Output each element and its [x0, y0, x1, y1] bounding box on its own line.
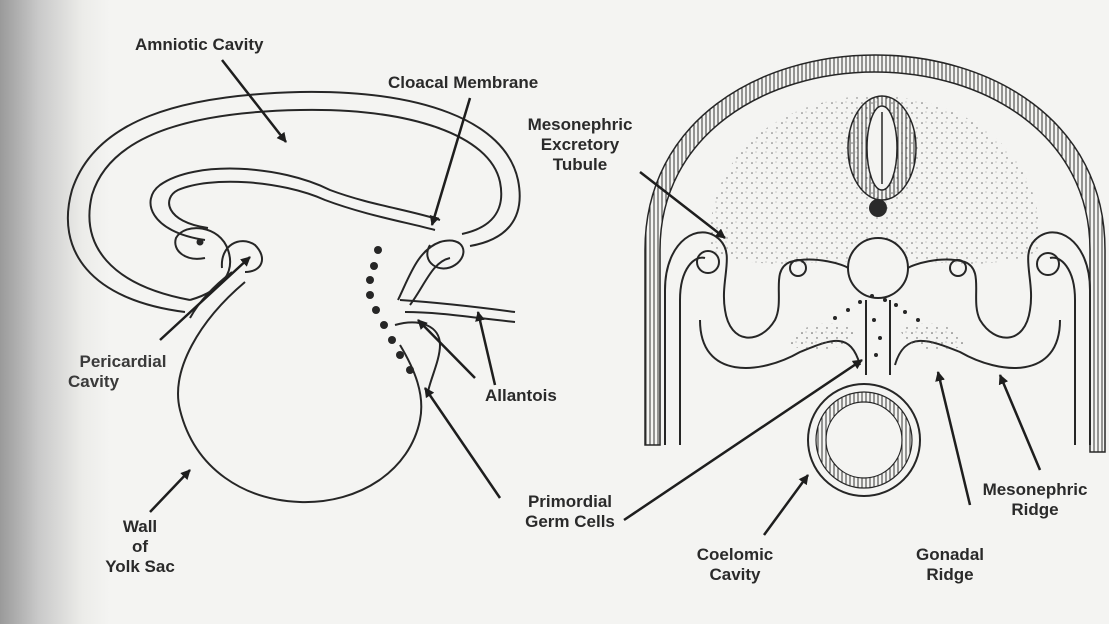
- left-gonadal-ridge: [790, 323, 855, 351]
- label-met-line2: Excretory: [515, 135, 645, 155]
- embryo-dorsal: [150, 169, 440, 240]
- transverse-section: [645, 55, 1105, 496]
- germ-cell-dots: [366, 246, 414, 374]
- dorsal-aorta: [848, 238, 908, 298]
- pericardial-loop: [222, 241, 262, 272]
- mesentery: [866, 300, 890, 375]
- label-wall-line3: Yolk Sac: [85, 557, 195, 577]
- label-gonadal-line1: Gonadal: [900, 545, 1000, 565]
- allantois-mid: [405, 312, 515, 322]
- label-amniotic-cavity: Amniotic Cavity: [135, 35, 263, 55]
- label-mesonephric-ridge: Mesonephric Ridge: [965, 480, 1105, 520]
- label-mesonephric-excretory-tubule: Mesonephric Excretory Tubule: [515, 115, 645, 175]
- label-mr-line1: Mesonephric: [965, 480, 1105, 500]
- sagittal-embryo: [68, 92, 520, 502]
- label-coelomic-cavity: Coelomic Cavity: [680, 545, 790, 585]
- label-gonadal-ridge: Gonadal Ridge: [900, 545, 1000, 585]
- label-wall-line1: Wall: [85, 517, 195, 537]
- label-pgc-line2: Germ Cells: [505, 512, 635, 532]
- tail-fold: [398, 241, 463, 300]
- label-cloacal-membrane: Cloacal Membrane: [388, 73, 538, 93]
- neural-tube: [848, 96, 916, 200]
- embryo-dorsal-inner: [169, 182, 435, 230]
- label-pgc-line1: Primordial: [505, 492, 635, 512]
- label-wall-line2: of: [85, 537, 195, 557]
- label-coelomic-line2: Cavity: [680, 565, 790, 585]
- label-mr-line2: Ridge: [965, 500, 1105, 520]
- right-mesonephros-inner: [1050, 258, 1075, 445]
- yolk-sac: [178, 282, 421, 502]
- label-coelomic-line1: Coelomic: [680, 545, 790, 565]
- right-gonadal-ridge: [900, 323, 965, 351]
- label-primordial-germ-cells: Primordial Germ Cells: [505, 492, 635, 532]
- label-met-line1: Mesonephric: [515, 115, 645, 135]
- label-wall-of-yolk-sac: Wall of Yolk Sac: [85, 517, 195, 577]
- label-pericardial-line2: Cavity: [68, 372, 178, 392]
- notochord: [869, 199, 887, 217]
- label-gonadal-line2: Ridge: [900, 565, 1000, 585]
- label-met-line3: Tubule: [515, 155, 645, 175]
- left-mesonephros-inner: [680, 258, 705, 445]
- label-pericardial-line1: Pericardial: [68, 352, 178, 372]
- gut-tube: [808, 384, 920, 496]
- amnion-outer: [68, 92, 520, 312]
- migrating-germ-cells: [833, 294, 920, 357]
- allantois-outer: [400, 300, 515, 312]
- label-allantois: Allantois: [485, 386, 557, 406]
- label-pericardial-cavity: Pericardial Cavity: [68, 352, 178, 392]
